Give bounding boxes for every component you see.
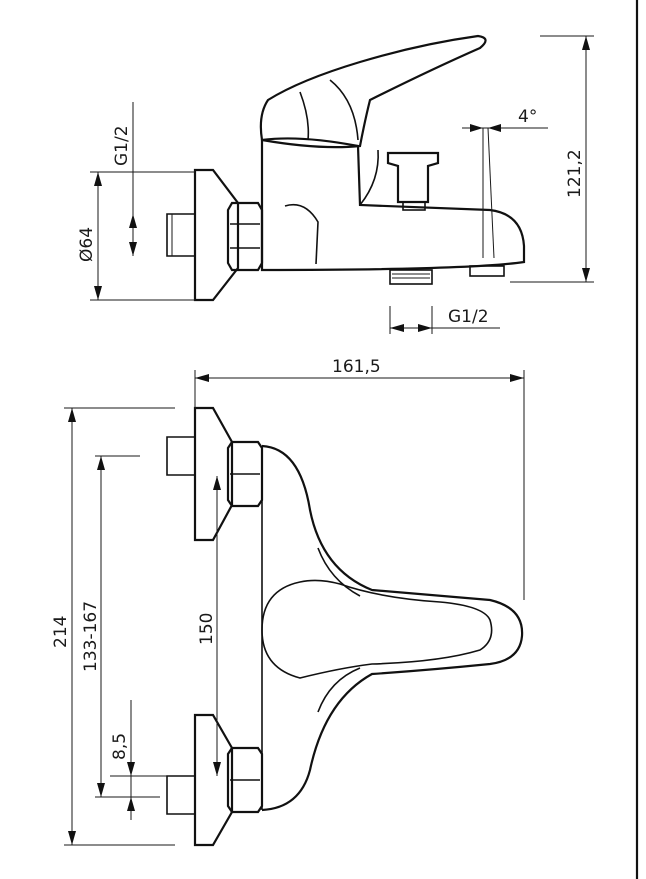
front-lower-flange: [193, 713, 234, 847]
dim-g12h-arrows: [390, 324, 432, 332]
front-lower-inlet: [166, 775, 195, 815]
dim-angle-arrows: [470, 124, 501, 132]
dim-range-133-167-label: 133-167: [81, 601, 101, 672]
front-upper-flange: [193, 406, 234, 542]
dim-g12v-arrows: [129, 214, 137, 256]
dim-d64-label: Ø64: [77, 227, 97, 262]
front-lower-hex-nut: [226, 746, 264, 814]
front-view: 161,5 214 133-167 150 8,5: [51, 357, 525, 847]
dim-offset-8-5-label: 8,5: [110, 733, 130, 760]
side-lever-ridge-2: [329, 79, 359, 141]
side-body-shoulder: [359, 149, 379, 206]
dim-8-5-arrows: [127, 762, 135, 811]
side-mixer-body: [260, 137, 526, 272]
dim-width-161-label: 161,5: [332, 357, 381, 377]
dim-g12-horizontal-label: G1/2: [448, 307, 489, 327]
dim-d64-arrows: [94, 172, 102, 300]
dim-angle-ref-1: [487, 127, 495, 259]
front-lever-upper-edge: [317, 547, 361, 597]
side-diverter-stem: [402, 201, 426, 211]
dim-height-214-label: 214: [51, 616, 71, 648]
dim-angle-label: 4°: [518, 107, 537, 127]
side-inlet-pipe: [166, 213, 195, 257]
side-hex-nut: [226, 201, 264, 272]
dim-g12-vertical-label: G1/2: [112, 125, 132, 166]
side-spout-aerator: [469, 265, 505, 277]
side-view: G1/2 Ø64 4° 121,2 G1/2: [77, 34, 594, 334]
side-wall-flange: [193, 168, 240, 302]
side-lever-ridge-1: [299, 91, 310, 141]
side-outlet-thread-lines: [392, 273, 430, 279]
front-lever-lower-edge: [317, 667, 361, 713]
side-body-curve: [284, 203, 319, 265]
side-diverter-knob: [386, 151, 440, 204]
front-upper-hex-nut: [226, 440, 264, 508]
front-mixer-body: [261, 444, 524, 812]
dim-center-150-label: 150: [197, 613, 217, 645]
dim-height-121-label: 121,2: [565, 149, 585, 198]
side-lever-handle: [259, 34, 487, 149]
front-lever-knob: [261, 579, 493, 679]
front-upper-inlet: [166, 436, 195, 476]
side-outlet-thread: [389, 269, 433, 285]
